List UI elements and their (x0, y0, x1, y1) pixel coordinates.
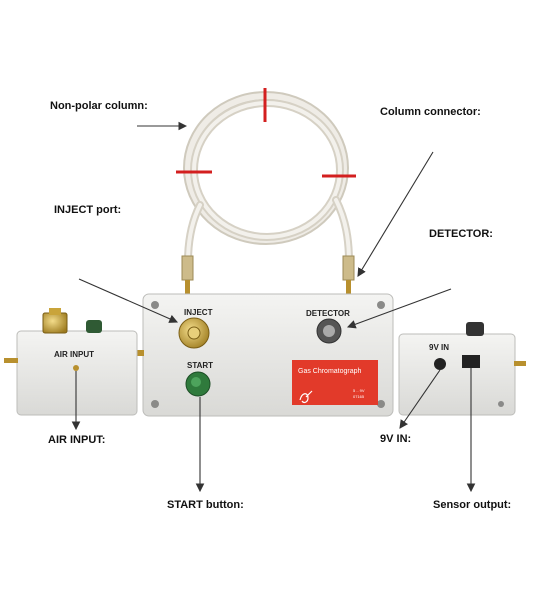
label-detector: DETECTOR: (429, 228, 493, 240)
detector-device-label: DETECTOR (306, 309, 350, 318)
label-column-connector: Column connector: (380, 106, 481, 118)
nine-v-device-label: 9V IN (429, 343, 449, 352)
annotation-arrows (71, 121, 476, 493)
label-inject-port: INJECT port: (54, 204, 122, 216)
label-non-polar-column: Non-polar column: (50, 100, 148, 112)
start-button (185, 371, 211, 397)
badge-model: 5 .. 9V (353, 388, 365, 393)
label-air-input: AIR INPUT: (48, 434, 106, 446)
badge-title: Gas Chromatograph (298, 368, 362, 375)
non-polar-column-coil (183, 91, 353, 266)
start-device-label: START (187, 361, 213, 370)
label-9v-in: 9V IN: (380, 433, 412, 445)
inject-device-label: INJECT (184, 308, 213, 317)
air-input-unit (4, 308, 138, 416)
inject-port (178, 317, 210, 349)
air-input-device-label: AIR INPUT (54, 350, 94, 359)
label-sensor-output: Sensor output: (433, 499, 512, 511)
detector-knob (316, 318, 342, 344)
tape-markers (176, 88, 356, 178)
red-badge: Gas Chromatograph 5 .. 9V 07165 (292, 360, 378, 405)
badge-code: 07165 (353, 394, 365, 399)
power-unit (398, 322, 526, 416)
label-start-button: START button: (167, 499, 244, 511)
tube-end-connectors (181, 255, 355, 296)
